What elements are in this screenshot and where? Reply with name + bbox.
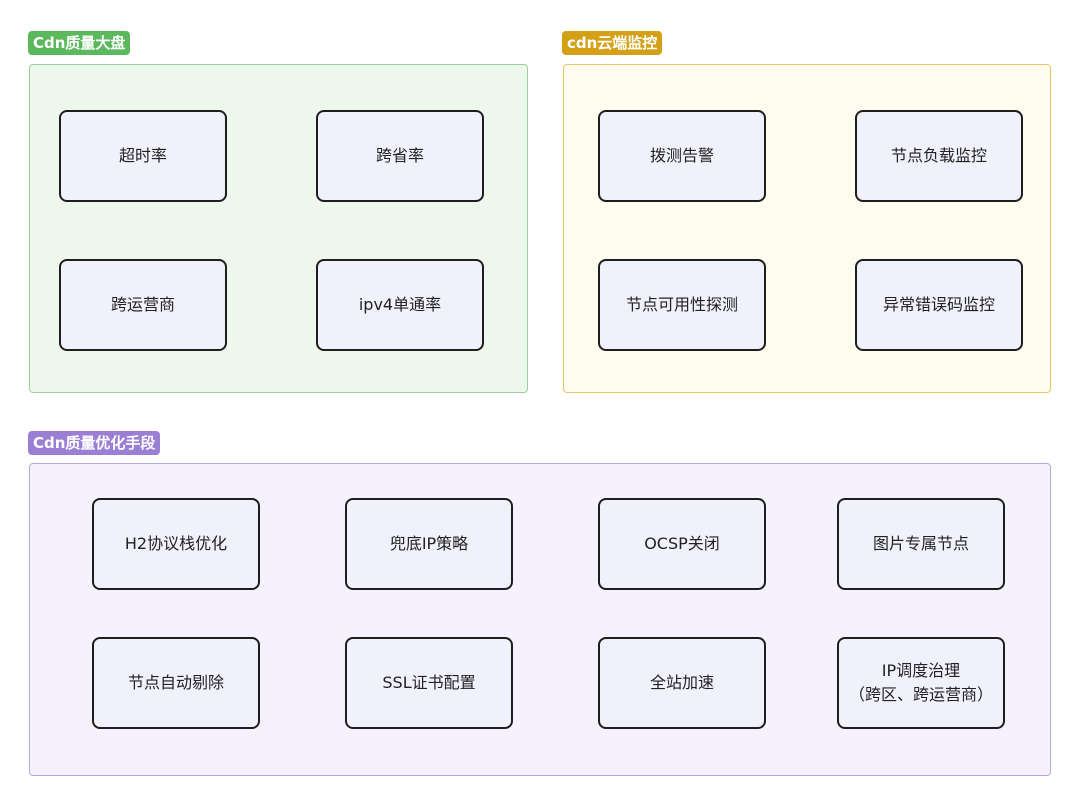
- node-full-site-acceleration[interactable]: 全站加速: [598, 637, 766, 729]
- node-h2-stack-optimization[interactable]: H2协议栈优化: [92, 498, 260, 590]
- node-dial-test-alert[interactable]: 拨测告警: [598, 110, 766, 202]
- group-title-quality: Cdn质量大盘: [28, 31, 131, 55]
- group-title-monitor: cdn云端监控: [562, 31, 663, 55]
- node-timeout-rate[interactable]: 超时率: [59, 110, 227, 202]
- node-error-code-monitoring[interactable]: 异常错误码监控: [855, 259, 1023, 351]
- node-ipv4-single-rate[interactable]: ipv4单通率: [316, 259, 484, 351]
- node-ocsp-off[interactable]: OCSP关闭: [598, 498, 766, 590]
- node-load-monitoring[interactable]: 节点负载监控: [855, 110, 1023, 202]
- node-image-dedicated[interactable]: 图片专属节点: [837, 498, 1005, 590]
- node-cross-operator[interactable]: 跨运营商: [59, 259, 227, 351]
- node-availability-probe[interactable]: 节点可用性探测: [598, 259, 766, 351]
- node-fallback-ip-strategy[interactable]: 兜底IP策略: [345, 498, 513, 590]
- group-title-optimize: Cdn质量优化手段: [28, 431, 161, 455]
- node-ssl-config[interactable]: SSL证书配置: [345, 637, 513, 729]
- node-cross-province-rate[interactable]: 跨省率: [316, 110, 484, 202]
- node-auto-removal[interactable]: 节点自动剔除: [92, 637, 260, 729]
- node-ip-scheduling[interactable]: IP调度治理 （跨区、跨运营商）: [837, 637, 1005, 729]
